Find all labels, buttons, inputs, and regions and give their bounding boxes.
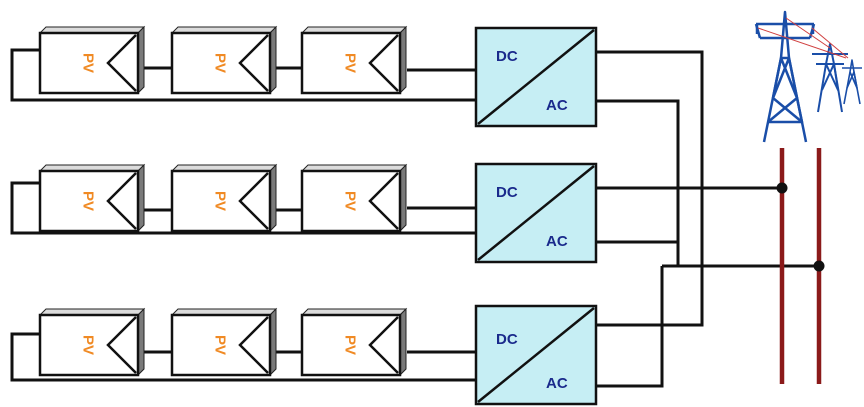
pv-module-label: PV <box>342 335 359 355</box>
string-1-output-wire <box>596 99 680 266</box>
junction-dot <box>813 260 825 272</box>
dc-ac-converter: DC AC <box>474 304 598 406</box>
pv-module: PV <box>170 25 278 95</box>
pv-module: PV <box>38 25 146 95</box>
pv-string-1: PV PV PV DC AC <box>10 25 704 327</box>
pv-module-label: PV <box>342 53 359 73</box>
pv-module: PV <box>170 163 278 233</box>
converter-ac-label: AC <box>546 97 568 114</box>
converter-dc-label: DC <box>496 184 518 201</box>
junction-dot <box>776 182 788 194</box>
string-1-return-wire <box>10 48 476 102</box>
pv-module: PV <box>38 163 146 233</box>
converter-dc-label: DC <box>496 331 518 348</box>
converter-dc-label: DC <box>496 48 518 65</box>
pv-module: PV <box>300 307 408 377</box>
dc-ac-converter: DC AC <box>474 162 598 264</box>
pv-module-label: PV <box>80 335 97 355</box>
string-3-output-wire <box>596 266 664 388</box>
pv-module-label: PV <box>342 191 359 211</box>
string-2-return-wire <box>10 181 476 235</box>
pv-string-3: PV PV PV DC AC <box>10 266 664 406</box>
pv-module-label: PV <box>212 53 229 73</box>
pv-module: PV <box>300 163 408 233</box>
converter-ac-label: AC <box>546 375 568 392</box>
grid-busbars <box>776 148 825 384</box>
pv-module-label: PV <box>212 191 229 211</box>
transmission-tower-icon <box>754 10 862 143</box>
converter-ac-label: AC <box>546 233 568 250</box>
pv-module: PV <box>300 25 408 95</box>
pv-module: PV <box>170 307 278 377</box>
pv-module-label: PV <box>80 191 97 211</box>
pv-module: PV <box>38 307 146 377</box>
pv-module-label: PV <box>80 53 97 73</box>
pv-string-2: PV PV PV DC AC <box>10 162 782 264</box>
pv-module-label: PV <box>212 335 229 355</box>
dc-ac-converter: DC AC <box>474 26 598 128</box>
string-3-return-wire <box>10 332 476 382</box>
